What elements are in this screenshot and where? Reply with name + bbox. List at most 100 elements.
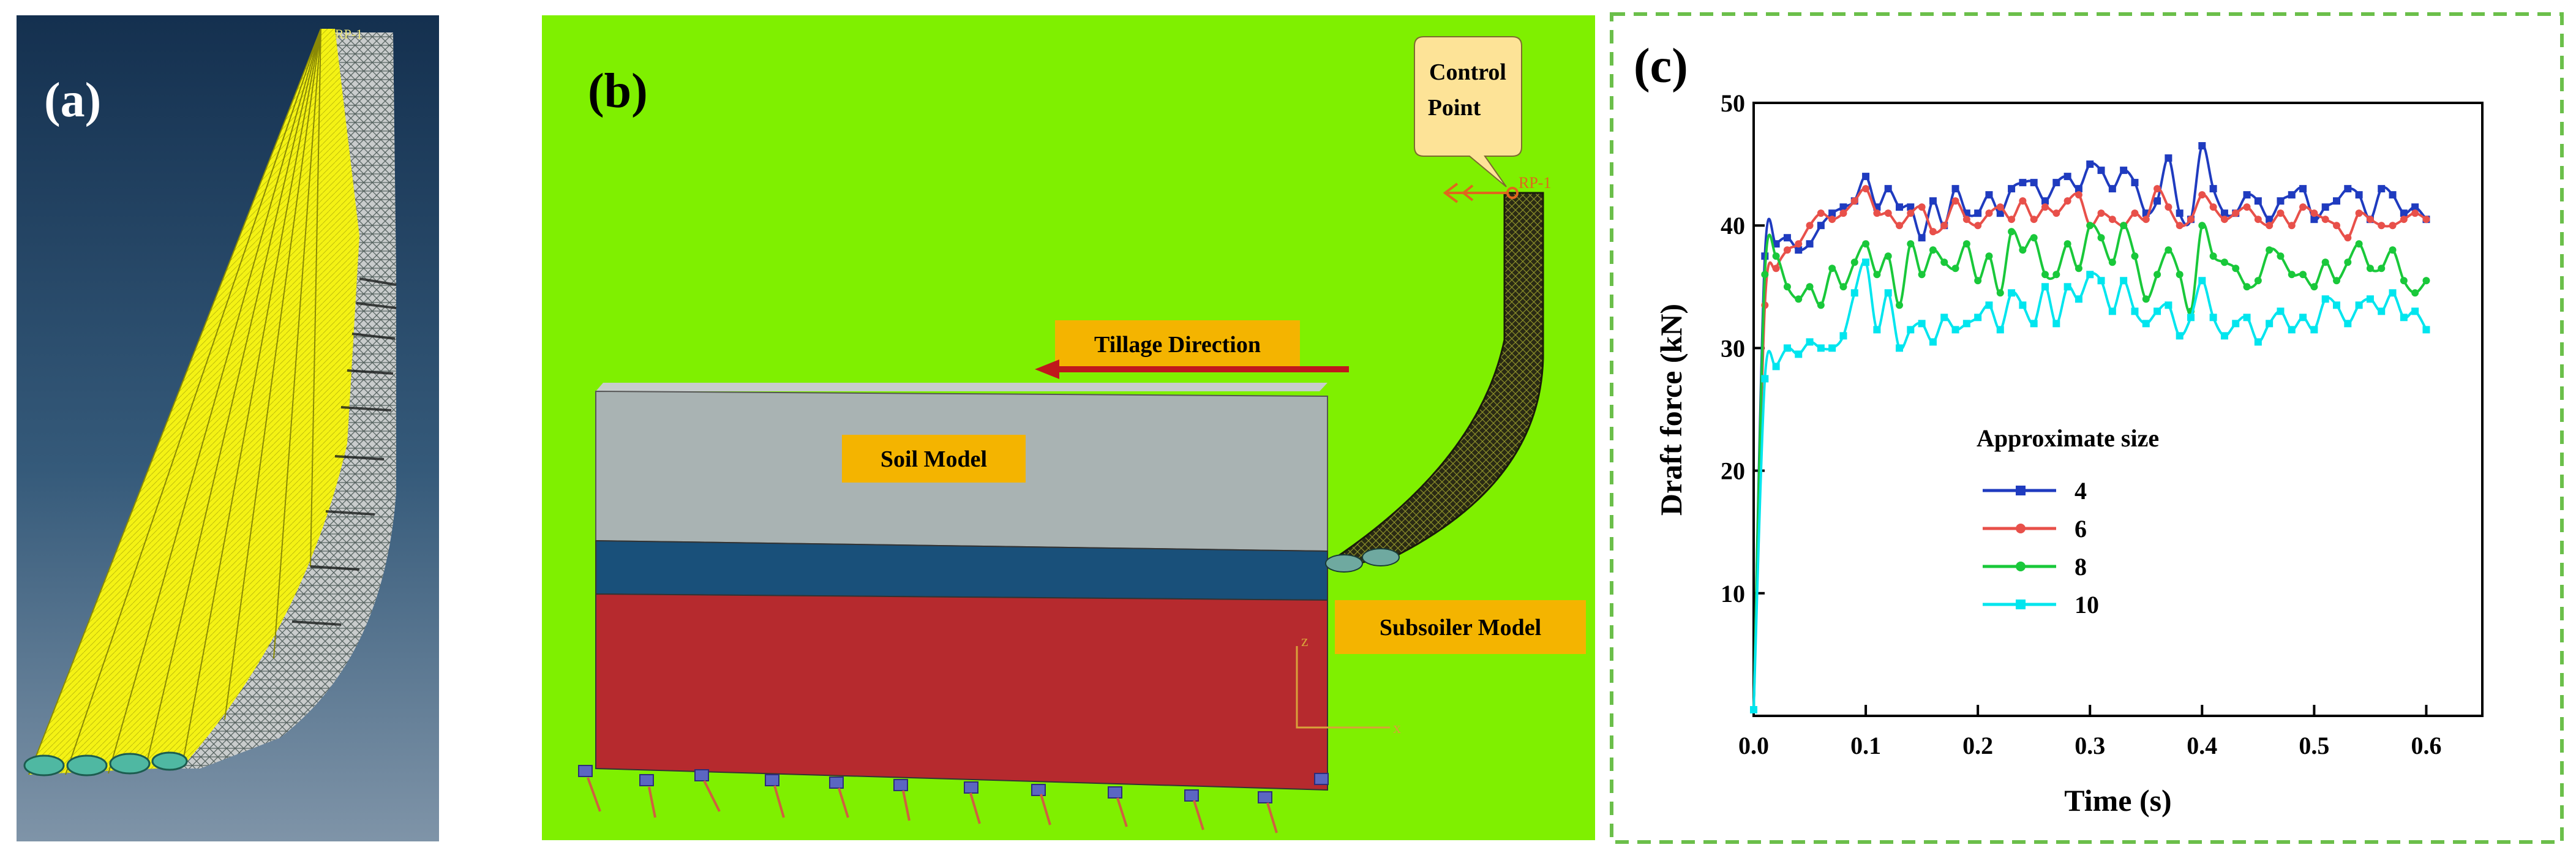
y-tick-label: 40 [1721, 212, 1745, 239]
data-point [1828, 265, 1836, 273]
data-point [1985, 191, 1993, 199]
data-point [2366, 295, 2374, 303]
data-point [1884, 209, 1892, 217]
soil-model-label-bg [842, 435, 1026, 483]
data-point [1795, 240, 1803, 248]
tillage-direction-label-bg [1055, 320, 1300, 368]
data-point [2008, 216, 2016, 224]
legend-marker [2016, 562, 2026, 571]
data-point [2008, 289, 2016, 297]
data-point [2299, 314, 2307, 321]
y-tick-label: 50 [1721, 89, 1745, 117]
data-point [1896, 301, 1903, 309]
data-point [2008, 228, 2016, 236]
data-point [2154, 307, 2161, 315]
data-point [2333, 301, 2340, 309]
data-point [2142, 295, 2150, 303]
data-point [1918, 320, 1926, 328]
data-point [1828, 344, 1836, 352]
data-point [2131, 209, 2139, 217]
data-point [2120, 222, 2128, 230]
panel-b-rp-label: RP-1 [1519, 174, 1551, 192]
data-point [2097, 167, 2105, 175]
data-point [1850, 197, 1858, 205]
data-point [1806, 338, 1814, 346]
data-point [2333, 277, 2340, 285]
panel-a-mesh-image: RP-1 (a) [17, 15, 439, 841]
data-point [2052, 209, 2060, 217]
data-point [2310, 326, 2318, 334]
data-point [2288, 326, 2296, 334]
legend-title: Approximate size [1977, 424, 2159, 452]
data-point [2030, 216, 2038, 224]
data-point [2389, 246, 2397, 254]
panel-a-letter: (a) [44, 73, 101, 127]
data-point [1772, 252, 1780, 260]
data-point [2220, 216, 2228, 224]
data-point [1795, 246, 1803, 254]
data-point [1974, 209, 1982, 217]
data-point [2411, 209, 2419, 217]
data-point [1783, 246, 1791, 254]
data-point [2030, 320, 2038, 328]
legend-marker [2016, 600, 2026, 609]
data-point [1940, 258, 1948, 266]
data-point [1951, 265, 1959, 273]
data-point [2120, 167, 2128, 175]
data-point [1985, 209, 1993, 217]
data-point [2254, 338, 2262, 346]
data-point [2355, 240, 2363, 248]
data-point [1985, 301, 1993, 309]
data-point [2378, 265, 2386, 273]
data-point [2321, 295, 2329, 303]
data-point [2075, 265, 2082, 273]
data-point [1761, 375, 1769, 383]
data-point [2063, 283, 2071, 291]
data-point [2277, 252, 2285, 260]
data-point [1884, 185, 1892, 193]
data-point [1828, 216, 1836, 224]
legend-label: 4 [2075, 477, 2087, 505]
data-point [2254, 216, 2262, 224]
data-point [1907, 240, 1915, 248]
data-point [2310, 209, 2318, 217]
series-line [1752, 260, 2428, 710]
data-point [2209, 203, 2217, 211]
data-point [1839, 283, 1847, 291]
data-point [2075, 185, 2082, 193]
data-point [2254, 197, 2262, 205]
data-point [1918, 203, 1926, 211]
data-point [1795, 295, 1803, 303]
legend-marker [2016, 486, 2026, 495]
data-point [2019, 301, 2027, 309]
data-point [2355, 191, 2363, 199]
axis-x-label: x [1393, 719, 1401, 737]
data-point [1850, 258, 1858, 266]
data-point [2198, 277, 2206, 285]
data-point [2209, 252, 2217, 260]
x-tick-label: 0.1 [1850, 732, 1881, 759]
data-point [2086, 222, 2094, 230]
data-point [2232, 265, 2240, 273]
data-point [2333, 222, 2340, 230]
data-point [1783, 234, 1791, 242]
data-point [1918, 234, 1926, 242]
data-point [1907, 326, 1915, 334]
data-point [2411, 203, 2419, 211]
legend-label: 10 [2075, 591, 2099, 618]
data-point [1873, 271, 1881, 279]
data-point [1996, 289, 2004, 297]
data-point [2378, 307, 2386, 315]
data-point [2299, 203, 2307, 211]
data-point [1873, 209, 1881, 217]
data-point [2277, 307, 2285, 315]
axis-triad [1296, 646, 1390, 729]
data-point [2041, 197, 2049, 205]
series-layer [1750, 142, 2430, 713]
data-point [2052, 271, 2060, 279]
panel-b-canvas: z x RP-1 Control Point Tillage Direction… [542, 15, 1595, 840]
data-point [2378, 185, 2386, 193]
x-tick-label: 0.4 [2187, 732, 2217, 759]
data-point [2165, 154, 2172, 162]
subsoiler-model-label: Subsoiler Model [1380, 615, 1541, 641]
